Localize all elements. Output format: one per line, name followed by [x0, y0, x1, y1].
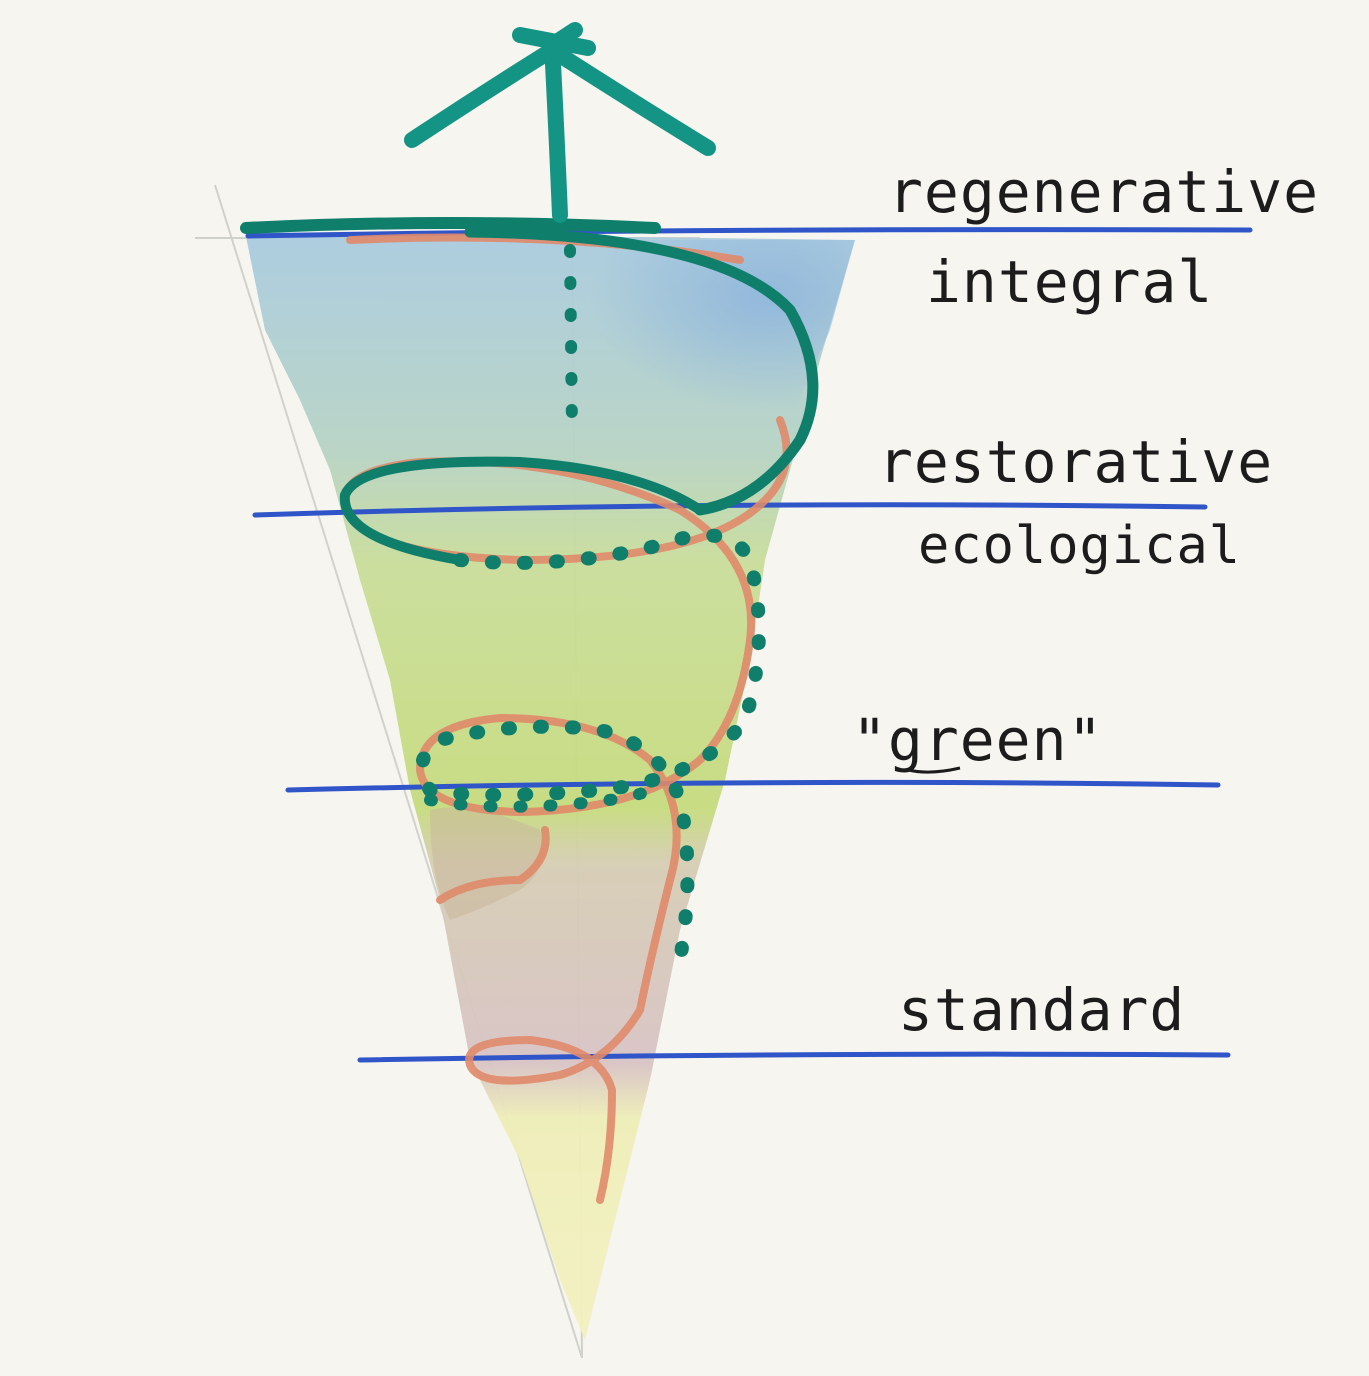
label-integral: integral — [926, 248, 1213, 316]
label-restorative: restorative — [878, 428, 1273, 496]
label-green: "green" — [852, 706, 1103, 774]
top-teal-stroke — [246, 223, 655, 228]
label-regenerative: regenerative — [888, 158, 1319, 226]
label-ecological: ecological — [918, 516, 1241, 576]
label-standard: standard — [898, 976, 1185, 1044]
